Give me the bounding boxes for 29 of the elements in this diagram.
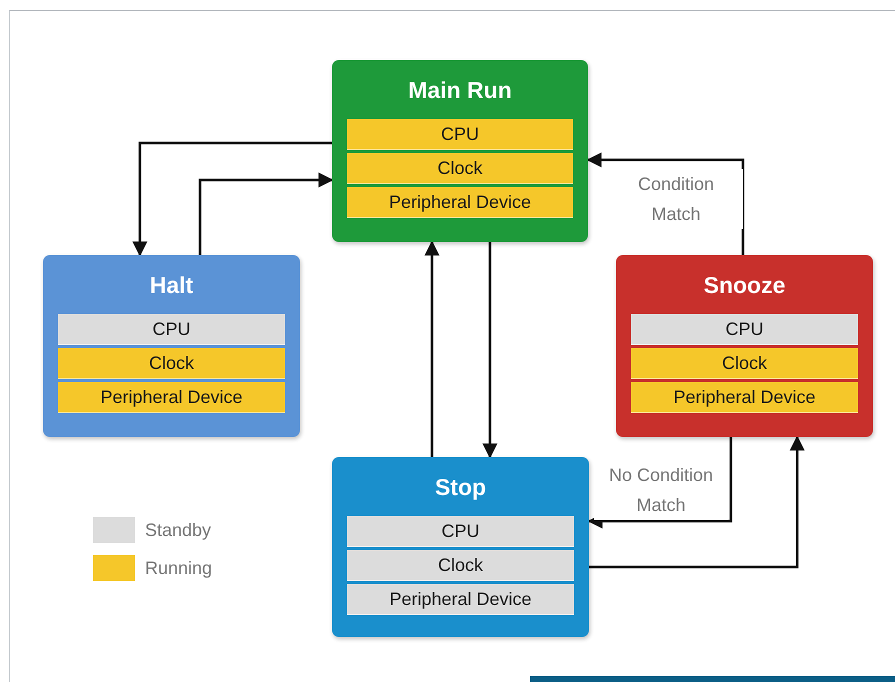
state-title: Stop bbox=[434, 473, 488, 502]
component-row: Peripheral Device bbox=[347, 584, 574, 615]
state-box bbox=[332, 457, 589, 637]
arrow bbox=[132, 142, 332, 256]
arrow bbox=[586, 152, 744, 255]
arrow bbox=[424, 240, 440, 457]
legend-label: Standby bbox=[145, 519, 212, 542]
state-box bbox=[616, 255, 873, 437]
component-row: Clock bbox=[347, 153, 573, 184]
component-row: Clock bbox=[58, 348, 285, 379]
component-row: Peripheral Device bbox=[631, 382, 858, 413]
state-box bbox=[43, 255, 300, 437]
arrow bbox=[482, 242, 498, 458]
arrow bbox=[198, 172, 334, 255]
component-row: CPU bbox=[58, 314, 285, 345]
arrow bbox=[589, 436, 805, 568]
component-row: Peripheral Device bbox=[58, 382, 285, 413]
arrow bbox=[588, 437, 732, 529]
state-title: Snooze bbox=[702, 271, 786, 300]
component-row: CPU bbox=[631, 314, 858, 345]
component-row: CPU bbox=[347, 119, 573, 150]
legend-label: Running bbox=[145, 557, 212, 580]
state-title: Halt bbox=[148, 271, 194, 300]
state-box bbox=[332, 60, 588, 242]
component-row: Clock bbox=[347, 550, 574, 581]
component-row: CPU bbox=[347, 516, 574, 547]
component-row: Peripheral Device bbox=[347, 187, 573, 218]
component-row: Clock bbox=[631, 348, 858, 379]
state-title: Main Run bbox=[407, 76, 513, 105]
